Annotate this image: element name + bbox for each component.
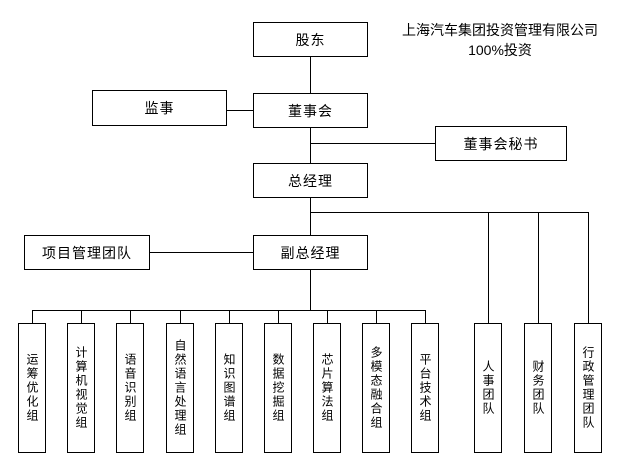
node-group-label: 自然语言处理组 [173, 339, 187, 437]
connector-shareholder-board [310, 57, 311, 93]
node-group-label: 语音识别组 [123, 353, 137, 423]
connector-supervisor [227, 110, 253, 111]
node-group-label: 芯片算法组 [320, 353, 334, 423]
node-group-label: 知识图谱组 [222, 353, 236, 423]
node-team-admin: 行政管理团队 [574, 323, 602, 453]
connector-drop-1 [32, 310, 33, 323]
investor-annotation-line1: 上海汽车集团投资管理有限公司 [402, 22, 598, 38]
node-group-multimodal-fusion: 多模态融合组 [362, 323, 390, 453]
node-team-label: 人事团队 [481, 360, 495, 416]
node-group-chip-algorithm: 芯片算法组 [313, 323, 341, 453]
node-group-label: 平台技术组 [418, 353, 432, 423]
node-group-nlp: 自然语言处理组 [166, 323, 194, 453]
connector-drop-8 [376, 310, 377, 323]
node-group-operations-research: 运筹优化组 [18, 323, 46, 453]
connector-drop-9 [425, 310, 426, 323]
node-group-knowledge-graph: 知识图谱组 [215, 323, 243, 453]
connector-finance-team [538, 212, 539, 323]
node-supervisor: 监事 [92, 90, 227, 126]
node-group-platform-tech: 平台技术组 [411, 323, 439, 453]
connector-board-gm [310, 128, 311, 163]
node-deputy-gm: 副总经理 [253, 235, 368, 270]
connector-drop-2 [81, 310, 82, 323]
node-shareholder: 股东 [253, 22, 368, 57]
node-group-label: 多模态融合组 [369, 346, 383, 430]
investor-annotation: 上海汽车集团投资管理有限公司 100%投资 [383, 20, 617, 61]
node-group-label: 计算机视觉组 [74, 346, 88, 430]
node-project-team-label: 项目管理团队 [42, 244, 132, 261]
connector-right-branch [310, 212, 589, 213]
connector-drop-6 [278, 310, 279, 323]
connector-board-secretary [310, 143, 435, 144]
node-group-speech-recognition: 语音识别组 [116, 323, 144, 453]
node-board-secretary-label: 董事会秘书 [463, 135, 539, 152]
node-general-manager: 总经理 [253, 163, 368, 198]
connector-drop-4 [180, 310, 181, 323]
node-team-label: 财务团队 [531, 360, 545, 416]
node-group-data-mining: 数据挖掘组 [264, 323, 292, 453]
connector-drop-3 [130, 310, 131, 323]
node-board-secretary: 董事会秘书 [435, 126, 567, 161]
node-board: 董事会 [253, 93, 368, 128]
investor-annotation-line2: 100%投资 [468, 42, 532, 59]
connector-project-team [150, 252, 253, 253]
node-group-label: 数据挖掘组 [271, 353, 285, 423]
connector-deputy-down [310, 270, 311, 310]
node-group-label: 运筹优化组 [25, 353, 39, 423]
node-supervisor-label: 监事 [144, 100, 175, 116]
connector-gm-deputy [310, 198, 311, 235]
connector-hr-team [488, 212, 489, 323]
node-group-computer-vision: 计算机视觉组 [67, 323, 95, 453]
connector-drop-5 [229, 310, 230, 323]
node-shareholder-label: 股东 [295, 31, 326, 48]
node-team-label: 行政管理团队 [581, 346, 595, 430]
node-board-label: 董事会 [288, 102, 333, 119]
node-deputy-gm-label: 副总经理 [280, 244, 341, 261]
node-team-hr: 人事团队 [474, 323, 502, 453]
node-team-finance: 财务团队 [524, 323, 552, 453]
connector-admin-team [588, 212, 589, 323]
node-general-manager-label: 总经理 [288, 172, 333, 189]
node-project-team: 项目管理团队 [24, 235, 150, 270]
connector-drop-7 [327, 310, 328, 323]
